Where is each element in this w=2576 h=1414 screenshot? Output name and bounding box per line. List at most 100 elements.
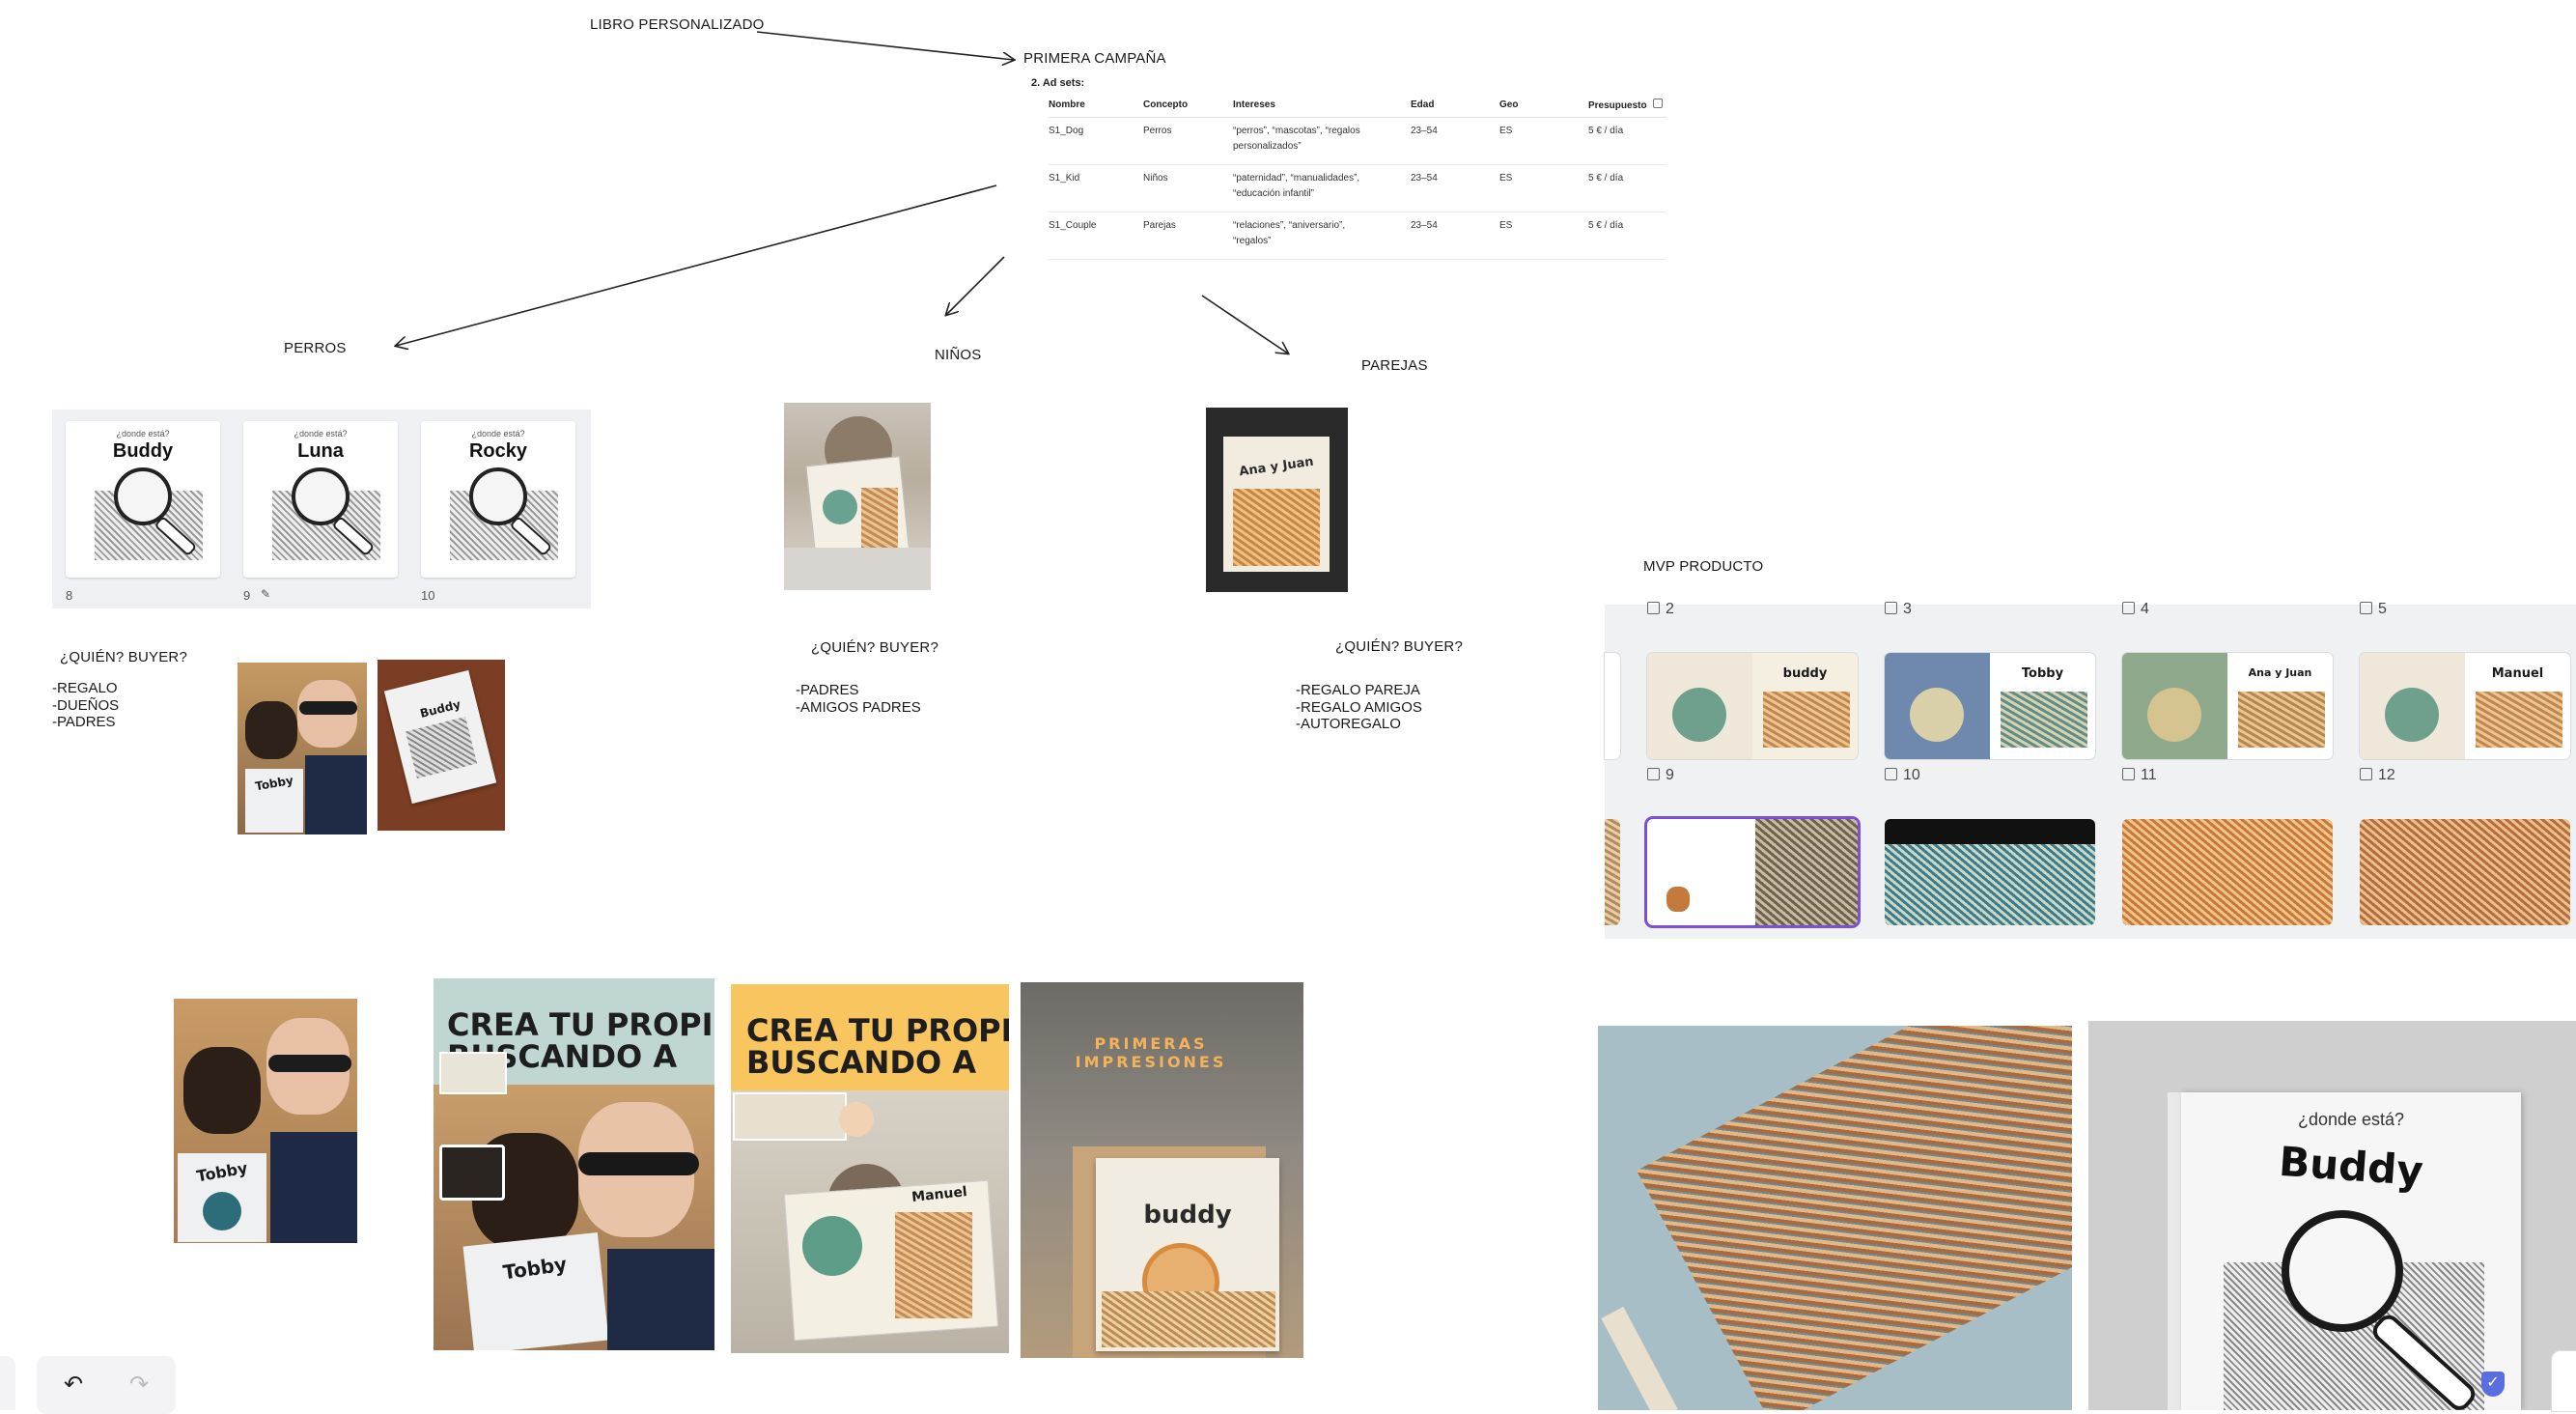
photo-girl-dog-tobby[interactable]: Tobby: [238, 663, 367, 834]
mvp-page-manuel[interactable]: Manuel: [2360, 653, 2570, 759]
page-icon: [2360, 768, 2372, 780]
ad-creative-teal[interactable]: CREA TU PROPIO BUSCANDO A Tobby: [434, 978, 714, 1350]
book-cover-buddy[interactable]: ¿donde está? Buddy: [66, 421, 220, 578]
mvp-page-ana-juan[interactable]: Ana y Juan: [2122, 653, 2333, 759]
table-cell: 23–54: [1411, 212, 1499, 260]
column-header: Intereses: [1233, 95, 1411, 118]
cropped-page: [1605, 819, 1620, 925]
shield-check-icon[interactable]: ✓: [2481, 1372, 2505, 1397]
photo-shape: [439, 1145, 505, 1201]
mvp-book-title: Tobby: [2021, 666, 2064, 681]
page-icon: [2360, 602, 2372, 614]
photo-shape: [1672, 688, 1726, 742]
table-cell: ES: [1499, 164, 1588, 212]
dog-covers-frame[interactable]: ¿donde está? Buddy ¿donde está? Luna ¿do…: [52, 410, 591, 608]
photo-shape: [823, 490, 857, 524]
arrow-libro-to-campana: [756, 31, 1014, 60]
buyer-title-perros: ¿QUIÉN? BUYER?: [60, 649, 187, 665]
table-cell: “perros”, “mascotas”, “regalos personali…: [1233, 117, 1411, 165]
column-header: Edad: [1411, 95, 1499, 118]
mvp-illustration[interactable]: [2360, 819, 2570, 925]
photo-shape: [1233, 489, 1320, 566]
page-icon: [1647, 768, 1660, 780]
title-perros: PERROS: [284, 340, 347, 356]
photo-shape: [1910, 688, 1964, 742]
photo-shape: [861, 488, 898, 555]
photo-shape: [1763, 692, 1850, 748]
mvp-page-tobby[interactable]: Tobby: [1885, 653, 2095, 759]
photo-shape: [2238, 692, 2325, 748]
buyer-list-parejas: -REGALO PAREJA -REGALO AMIGOS -AUTOREGAL…: [1296, 682, 1422, 732]
table-cell: 5 € / día: [1588, 164, 1666, 212]
edit-pencil-icon[interactable]: ✎: [261, 587, 271, 601]
book-mockup-open[interactable]: [1598, 1026, 2072, 1410]
page-number: 10: [421, 588, 435, 603]
cropped-page: [1605, 653, 1620, 759]
photo-shape: [245, 769, 303, 833]
photo-shape: [733, 1092, 847, 1141]
buyer-list-perros: -REGALO -DUEÑOS -PADRES: [52, 680, 120, 730]
page-icon: [1885, 768, 1897, 780]
copy-icon[interactable]: [1653, 99, 1664, 108]
ad-creative-primeras-impresiones[interactable]: PRIMERAS IMPRESIONES buddy: [1021, 982, 1303, 1358]
page-number: 10: [1885, 767, 1920, 784]
photo-shape: [2476, 692, 2562, 748]
photo-shape: [607, 1249, 714, 1350]
page-icon: [1647, 602, 1660, 614]
photo-shape: [203, 1192, 241, 1230]
photo-shape: [299, 701, 357, 715]
book-mockup-buddy[interactable]: ¿donde está? Buddy: [2088, 1021, 2576, 1410]
cropped-edge: [0, 1356, 15, 1410]
table-cell: ES: [1499, 117, 1588, 165]
cover-name: Luna: [297, 440, 344, 462]
table-cell: ES: [1499, 212, 1588, 260]
page-icon: [2122, 768, 2135, 780]
table-cell: S1_Kid: [1049, 164, 1143, 212]
mvp-illustration[interactable]: [1885, 819, 2095, 925]
page-icon: [1885, 602, 1897, 614]
mvp-illustration[interactable]: [2122, 819, 2333, 925]
mvp-book-title: Manuel: [2491, 666, 2544, 681]
page-number: 8: [66, 588, 73, 603]
photo-girl-dog-bottom[interactable]: Tobby: [174, 999, 357, 1243]
ad-headline: CREA TU PROPIO BUSCANDO A: [746, 1012, 1009, 1081]
table-cell: 23–54: [1411, 117, 1499, 165]
mvp-illustration-selected[interactable]: [1647, 819, 1858, 925]
photo-couple-book[interactable]: Ana y Juan: [1206, 408, 1348, 592]
photo-shape: [802, 1216, 862, 1276]
arrow-to-ninos: [946, 256, 1005, 315]
page-number: 5: [2360, 601, 2387, 618]
table-cell: Perros: [1143, 117, 1233, 165]
table-cell: 5 € / día: [1588, 117, 1666, 165]
photo-shape: [305, 755, 367, 834]
photo-shape: [2147, 688, 2201, 742]
table-cell: 5 € / día: [1588, 212, 1666, 260]
buyer-list-ninos: -PADRES -AMIGOS PADRES: [796, 682, 921, 716]
redo-button[interactable]: ↷: [128, 1372, 150, 1398]
book-cover-rocky[interactable]: ¿donde está? Rocky: [421, 421, 575, 578]
photo-shape: [839, 1102, 874, 1137]
mockup-question: ¿donde está?: [2297, 1110, 2405, 1129]
photo-shape: [2168, 1092, 2183, 1410]
mvp-pages-panel[interactable]: 2 3 4 5 buddy Tobby Ana y Juan Manuel 9 …: [1605, 601, 2576, 939]
photo-shape: [2001, 692, 2087, 748]
book-cover-luna[interactable]: ¿donde está? Luna: [243, 421, 398, 578]
photo-hand-book-buddy[interactable]: Buddy: [378, 660, 505, 831]
mvp-book-title: buddy: [1782, 666, 1828, 681]
column-header: Nombre: [1049, 95, 1143, 118]
table-cell: “paternidad”, “manualidades”, “educación…: [1233, 164, 1411, 212]
adsets-table: Nombre Concepto Intereses Edad Geo Presu…: [1049, 95, 1666, 260]
magnifier-icon: [114, 467, 172, 525]
cover-name: Rocky: [468, 440, 528, 462]
photo-shape: [784, 548, 931, 590]
cover-question: ¿donde está?: [116, 429, 170, 438]
undo-button[interactable]: ↶: [63, 1372, 84, 1398]
ad-creative-yellow[interactable]: CREA TU PROPIO BUSCANDO A Manuel: [731, 984, 1009, 1353]
photo-child-reading[interactable]: [784, 403, 931, 590]
adsets-heading: 2. Ad sets:: [1031, 77, 1085, 89]
mvp-page-buddy[interactable]: buddy: [1647, 653, 1858, 759]
